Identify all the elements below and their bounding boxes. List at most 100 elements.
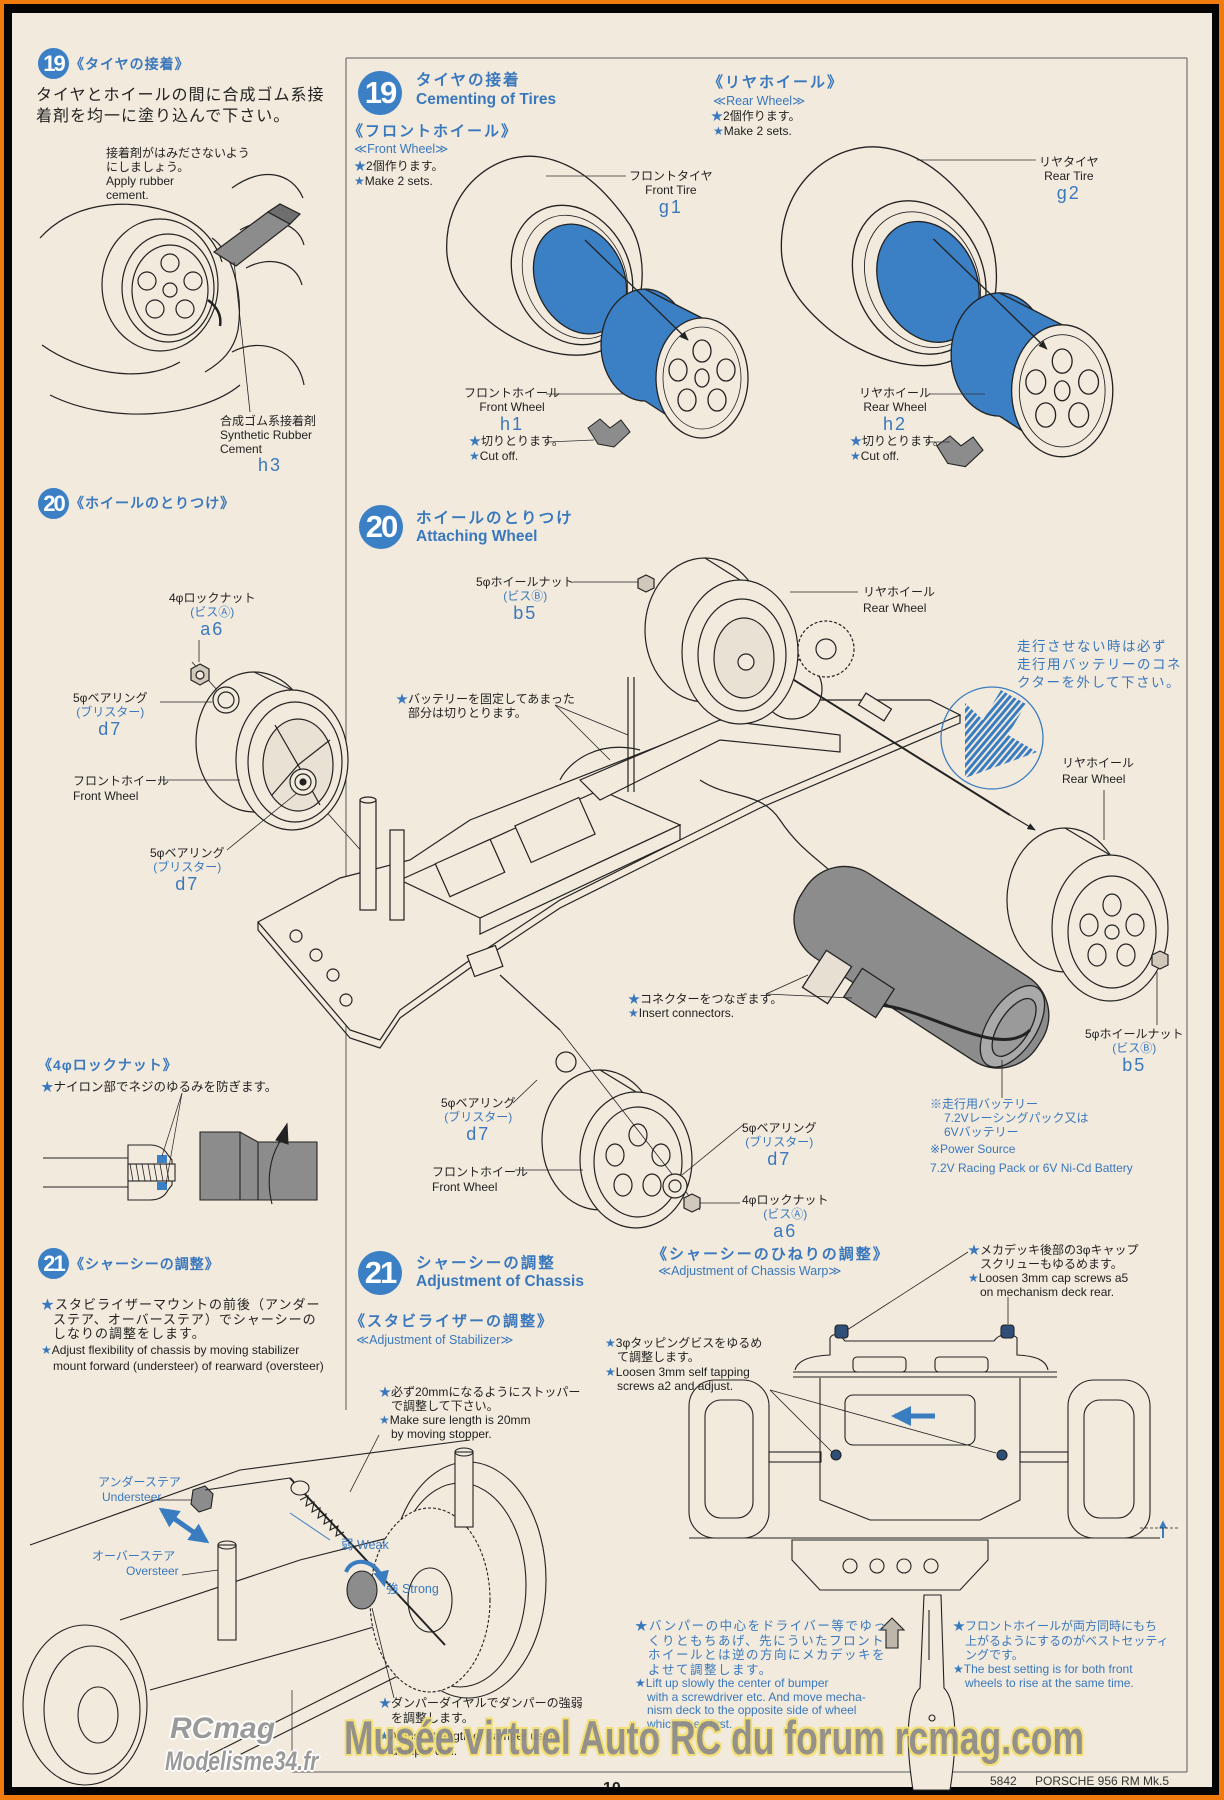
part-type: (ビスⒷ)	[1112, 1041, 1157, 1055]
battery-end-inner	[991, 997, 1037, 1057]
part-code: a6	[773, 1221, 798, 1241]
battery-wire	[879, 1003, 1032, 1041]
connector-note-en: ★Insert connectors.	[628, 1006, 735, 1020]
main-step-20-title-en: Attaching Wheel	[416, 528, 538, 545]
front-labels-leaders	[546, 175, 626, 443]
warning-circle	[940, 686, 1044, 790]
watermark-logo-modelisme: Modelisme34.fr	[165, 1746, 319, 1776]
wheel-hole	[1116, 943, 1136, 967]
bumper-hole	[869, 1558, 885, 1574]
model-name: PORSCHE 956 RM Mk.5	[1035, 1774, 1170, 1788]
bullet-star-icon: ★	[953, 1662, 964, 1676]
right-front-tire	[1067, 1379, 1151, 1539]
part-code: g1	[658, 197, 683, 217]
left-front-tire	[688, 1379, 770, 1539]
chassis-warp-illustration	[688, 1251, 1180, 1791]
disconnect-warning-symbol	[940, 686, 1044, 790]
receiver-box	[434, 838, 506, 898]
bumper-lift-note-en: ★Lift up slowly the center of bumper wit…	[635, 1676, 866, 1731]
page-number: 10	[603, 1779, 621, 1787]
wire	[559, 746, 641, 781]
left-tire	[22, 1624, 148, 1786]
cement-application-illustration	[39, 173, 305, 415]
lock-nut-info-note: ★ナイロン部でネジのゆるみを防ぎます。	[41, 1080, 278, 1094]
wheel-hub	[162, 282, 178, 298]
bullet-star-icon: ★	[605, 1336, 616, 1350]
bullet-star-icon: ★	[469, 449, 480, 463]
wheel-hole	[175, 299, 195, 319]
rear-wheel-hole	[1068, 402, 1090, 428]
bullet-star-icon: ★	[354, 159, 367, 173]
front-wheel-label-jp: フロントホイール	[73, 774, 170, 788]
cap-screw-note-jp: ★メカデッキ後部の3φキャップ スクリューもゆるめます。	[968, 1243, 1139, 1271]
left-front-rim	[704, 1399, 754, 1519]
stopper-note-en: ★Make sure length is 20mm by moving stop…	[379, 1413, 531, 1441]
spur-gear	[369, 1507, 491, 1693]
right-front-rim	[1083, 1399, 1135, 1519]
rear-wheel-hub	[1053, 380, 1071, 402]
mechanism-deck	[794, 1334, 1049, 1371]
cement-label-en: Synthetic Rubber Cement	[220, 428, 313, 456]
rear-wheel-callout: リヤホイール Rear Wheel h2	[859, 386, 931, 434]
rear-cut-note-en: ★Cut off.	[850, 449, 900, 463]
cement-tip-jp: 接着剤がはみださないよう にしましょう。	[106, 146, 250, 174]
part-name-jp: フロントタイヤ	[629, 169, 713, 183]
bullet-star-icon: ★	[953, 1619, 966, 1633]
front-wheel-hole	[707, 388, 727, 412]
bumper-hole	[896, 1558, 912, 1574]
best-setting-note-jp: ★フロントホイールが両方同時にもち 上がるようにするのがベストセッティ ングです…	[953, 1619, 1169, 1662]
body-post	[454, 1451, 474, 1528]
right-finger-outline	[231, 173, 304, 199]
bullet-star-icon: ★	[379, 1696, 392, 1710]
kit-number: 5842	[990, 1774, 1017, 1788]
leader-line	[769, 1389, 997, 1454]
stabilizer-heading-en: ≪Adjustment of Stabilizer≫	[356, 1333, 514, 1347]
steering-knuckle	[466, 944, 504, 978]
outer-bearing-callout: 5φベアリング (ブリスター) d7	[73, 691, 147, 739]
battery-illustration	[765, 865, 1050, 1098]
left-hand-outline	[39, 203, 223, 263]
deck-cutout	[852, 1356, 907, 1373]
wheel-hole	[1102, 893, 1122, 917]
chassis-plate-edge	[257, 715, 961, 1049]
damper-weak-label: 弱 Weak	[341, 1538, 389, 1552]
battery-spec-en: ※Power Source 7.2V Racing Pack or 6V Ni-…	[930, 1142, 1133, 1175]
bullet-star-icon: ★	[968, 1271, 979, 1285]
front-wheel-hole	[677, 388, 697, 412]
damper-dial	[346, 1570, 378, 1610]
main-step-21-badge: 21	[358, 1251, 402, 1295]
hand-lower-outline	[41, 344, 181, 375]
part-name-jp: リヤタイヤ	[1039, 155, 1099, 169]
front-wheel-bottom	[512, 1029, 744, 1229]
front-wheel-hole	[668, 358, 688, 382]
part-code: b5	[1122, 1055, 1147, 1075]
rear-cut-note-jp: ★切りとります。	[850, 434, 945, 448]
wire	[699, 779, 841, 881]
rear-wheel-hole	[1025, 369, 1047, 395]
part-name: 5φホイールナット	[476, 575, 575, 589]
part-code: d7	[98, 719, 123, 739]
wheel-hole	[183, 271, 203, 291]
hand-palm-outline	[49, 384, 241, 415]
lock-nut	[683, 1193, 701, 1213]
watermark-banner: Musée virtuel Auto RC du forum rcmag.com	[344, 1711, 1085, 1764]
wheel-hole	[613, 1173, 633, 1197]
main-step-19-badge: 19	[358, 71, 402, 115]
part-name: 5φベアリング	[150, 846, 225, 860]
wheel-inner-rim	[131, 244, 209, 336]
tapping-screw-note-jp: ★3φタッピングビスをゆるめ て調整します。	[605, 1336, 763, 1364]
cement-leader-line	[233, 261, 251, 413]
rear-qty-en: ★Make 2 sets.	[713, 124, 792, 138]
front-wheel-exploded-left	[158, 640, 366, 856]
damper-spring	[299, 1495, 345, 1537]
axle-line	[1009, 814, 1036, 831]
chassis-warp-heading-jp: 《シャーシーのひねりの調整》	[652, 1246, 890, 1263]
left-tire-hub	[77, 1686, 119, 1744]
rear-wheel-top-label-jp: リヤホイール	[863, 585, 936, 599]
bullet-star-icon: ★	[41, 1297, 56, 1312]
watermark-logo-rcmag: RCmag	[170, 1712, 276, 1745]
main-step-19-title-en: Cementing of Tires	[416, 91, 557, 108]
rear-wheel-right-label-jp: リヤホイール	[1062, 756, 1135, 770]
wheel-rim	[697, 598, 787, 712]
